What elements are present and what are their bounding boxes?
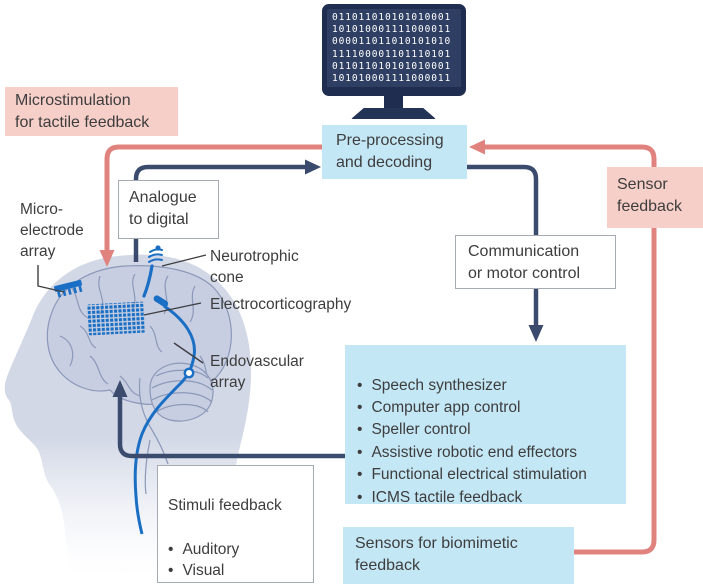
microstimulation-arrow	[104, 144, 322, 252]
stimuli-feedback-box: Stimuli feedback AuditoryVisualTactileIC…	[157, 465, 314, 585]
preprocessing-to-outputs-arrowhead	[528, 325, 544, 342]
endovascular-loop	[183, 367, 195, 379]
neurotrophic-connector	[161, 254, 207, 267]
output-item: Speech synthesizer	[357, 375, 614, 397]
electrocorticography-connector	[143, 302, 202, 316]
neurotrophic-cone-label: Neurotrophic cone	[210, 248, 299, 286]
head-with-brain-illustration	[4, 245, 252, 585]
electrocorticography-label: Electrocorticography	[210, 296, 352, 313]
binary-line: 111100001101110101	[332, 48, 452, 60]
stimulus-item: Auditory	[168, 539, 303, 561]
microstimulation-arrowhead	[99, 250, 115, 267]
biomimetic-sensors-box: Sensors for biomimetic feedback	[343, 527, 574, 584]
communication-box: Communication or motor control	[455, 235, 616, 289]
neurotrophic-cone-implant	[142, 245, 163, 298]
output-item: Assistive robotic end effectors	[357, 442, 614, 464]
stimulus-item: Visual	[168, 560, 303, 582]
monitor-stand-base	[351, 108, 436, 119]
monitor-stand-neck	[384, 95, 403, 109]
brainstem	[138, 377, 169, 465]
endovascular-array-label: Endovascular array	[210, 353, 304, 391]
binary-line: 101010001111000011	[332, 73, 452, 85]
sensor-feedback-arrow	[484, 144, 657, 555]
endovascular-electrode	[153, 295, 169, 307]
stimuli-feedback-title: Stimuli feedback	[168, 496, 282, 514]
preprocessing-to-outputs-arrow	[467, 164, 539, 327]
implants	[54, 245, 196, 535]
sensor-feedback-arrowhead	[469, 139, 485, 155]
microelectrode-connector	[37, 265, 65, 293]
cerebellum	[138, 362, 214, 495]
outputs-box: Speech synthesizerComputer app controlSp…	[345, 345, 626, 506]
electrocorticography-grid	[87, 301, 146, 336]
preprocessing-box: Pre-processing and decoding	[322, 125, 467, 179]
stimulus-item: Tactile	[168, 582, 303, 585]
endovascular-array-wire	[133, 304, 196, 535]
microstimulation-box: Microstimulation for tactile feedback	[5, 87, 178, 136]
outputs-to-brain-arrow	[117, 396, 345, 459]
outputs-list: Speech synthesizerComputer app controlSp…	[357, 375, 614, 509]
binary-line: 101010001111000011	[332, 24, 452, 36]
analogue-to-digital-box: Analogue to digital	[118, 180, 219, 239]
output-item: Computer app control	[357, 397, 614, 419]
brain-to-preprocessing-arrowhead	[305, 159, 321, 175]
microelectrode-array-label: Micro- electrode array	[20, 201, 84, 260]
sensor-feedback-box: Sensor feedback	[607, 167, 703, 228]
label-connector-lines	[37, 254, 207, 364]
microelectrode-array-implant	[54, 279, 83, 298]
binary-line: 000011011010101010	[332, 36, 452, 48]
stimuli-list: AuditoryVisualTactileICMS stimuli	[168, 539, 303, 585]
output-item: Speller control	[357, 419, 614, 441]
endovascular-connector	[173, 342, 204, 364]
brain-to-preprocessing-arrow	[133, 164, 307, 262]
output-item: ICMS tactile feedback	[357, 487, 614, 509]
outputs-to-brain-arrowhead	[112, 380, 128, 397]
output-item: Functional electrical stimulation	[357, 464, 614, 486]
binary-line: 011011010101010001	[332, 12, 452, 23]
binary-line: 011011010101010001	[332, 60, 452, 72]
